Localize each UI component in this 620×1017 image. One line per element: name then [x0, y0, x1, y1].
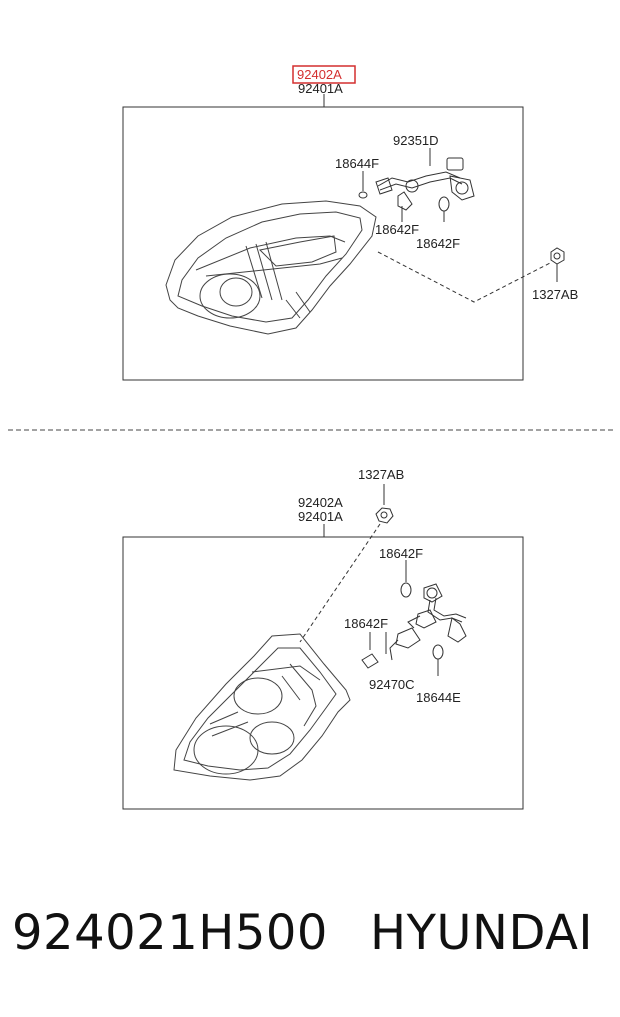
label-18644e: 18644E [416, 690, 461, 705]
top-nut [550, 247, 565, 282]
label-18642f-bottom-top: 18642F [379, 546, 423, 561]
part-number: 924021H500 [12, 905, 328, 961]
label-92470c: 92470C [369, 677, 415, 692]
label-1327ab-bottom: 1327AB [358, 467, 404, 482]
label-18644f: 18644F [335, 156, 379, 171]
top-lamp-housing [165, 200, 377, 335]
label-18642f-bottom-left: 18642F [344, 616, 388, 631]
bottom-lamp-housing [173, 633, 351, 781]
label-92401a-bottom: 92401A [298, 509, 343, 524]
label-92402a-highlight: 92402A [297, 67, 342, 82]
highlight-box [292, 65, 356, 84]
label-18642f-right: 18642F [416, 236, 460, 251]
bottom-socket-assembly [361, 560, 467, 676]
top-diagram [122, 65, 565, 381]
label-92351d: 92351D [393, 133, 439, 148]
bottom-nut-leader [299, 523, 381, 643]
label-92402a-bottom: 92402A [298, 495, 343, 510]
top-frame [122, 106, 524, 381]
label-92401a-top: 92401A [298, 81, 343, 96]
top-nut-leader [377, 251, 553, 303]
top-socket-assembly [358, 148, 475, 222]
bottom-frame [122, 536, 524, 810]
footer: 924021H500 HYUNDAI [0, 905, 620, 985]
label-1327ab-top: 1327AB [532, 287, 578, 302]
bottom-diagram [122, 484, 524, 810]
label-18642f-left: 18642F [375, 222, 419, 237]
brand-name: HYUNDAI [370, 905, 594, 961]
bottom-nut [375, 507, 394, 524]
